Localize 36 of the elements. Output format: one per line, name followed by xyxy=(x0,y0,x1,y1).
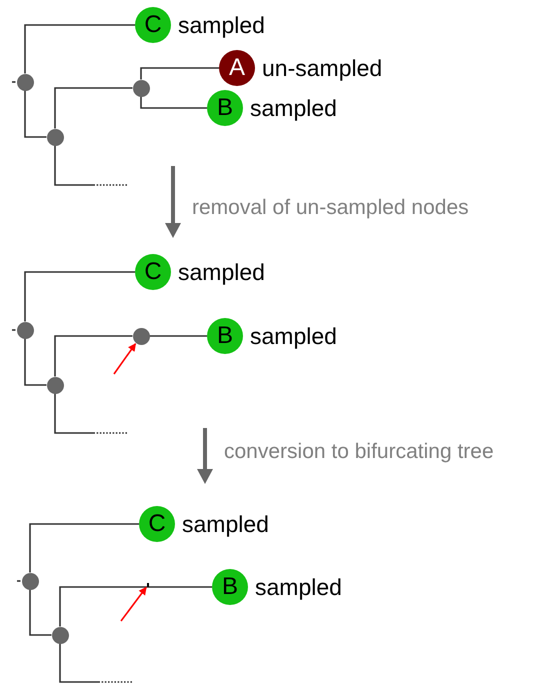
tree-branch xyxy=(59,644,132,683)
tip-label: sampled xyxy=(250,95,337,121)
tip-circle: C xyxy=(135,7,171,43)
tip-label: sampled xyxy=(182,511,269,537)
tip-label: sampled xyxy=(178,12,265,38)
step-label: conversion to bifurcating tree xyxy=(224,440,494,464)
tip-label: sampled xyxy=(255,574,342,600)
tree-branch xyxy=(12,329,16,331)
tree-branch xyxy=(29,523,139,572)
tip-circle: B xyxy=(207,90,243,126)
tree-branch xyxy=(59,586,212,626)
pointer-arrow xyxy=(113,343,136,374)
tip-label: sampled xyxy=(250,323,337,349)
tree-branch xyxy=(24,271,135,322)
tree-branch xyxy=(140,96,207,109)
tip-circle: C xyxy=(135,254,171,290)
tip-label: sampled xyxy=(178,259,265,285)
tree-branch xyxy=(24,90,46,138)
tree-branch xyxy=(17,580,20,582)
tip-label: un-sampled xyxy=(262,55,382,81)
tip-circle: B xyxy=(207,318,243,354)
tree-branch xyxy=(12,81,16,83)
tip-circle: A xyxy=(219,50,255,86)
step-label: removal of un-sampled nodes xyxy=(192,196,469,220)
tree-branch xyxy=(140,67,219,80)
tree-branch xyxy=(29,590,52,636)
tree-branch xyxy=(54,87,132,128)
tree-branch xyxy=(24,338,46,386)
pointer-arrow xyxy=(120,586,147,622)
tip-circle: C xyxy=(139,506,175,542)
tree-branch xyxy=(54,394,128,434)
tree-branch xyxy=(24,24,135,74)
tree-branch xyxy=(150,335,207,337)
tip-circle: B xyxy=(212,569,248,605)
tree-branch xyxy=(54,335,132,376)
tree-branch xyxy=(54,146,128,186)
